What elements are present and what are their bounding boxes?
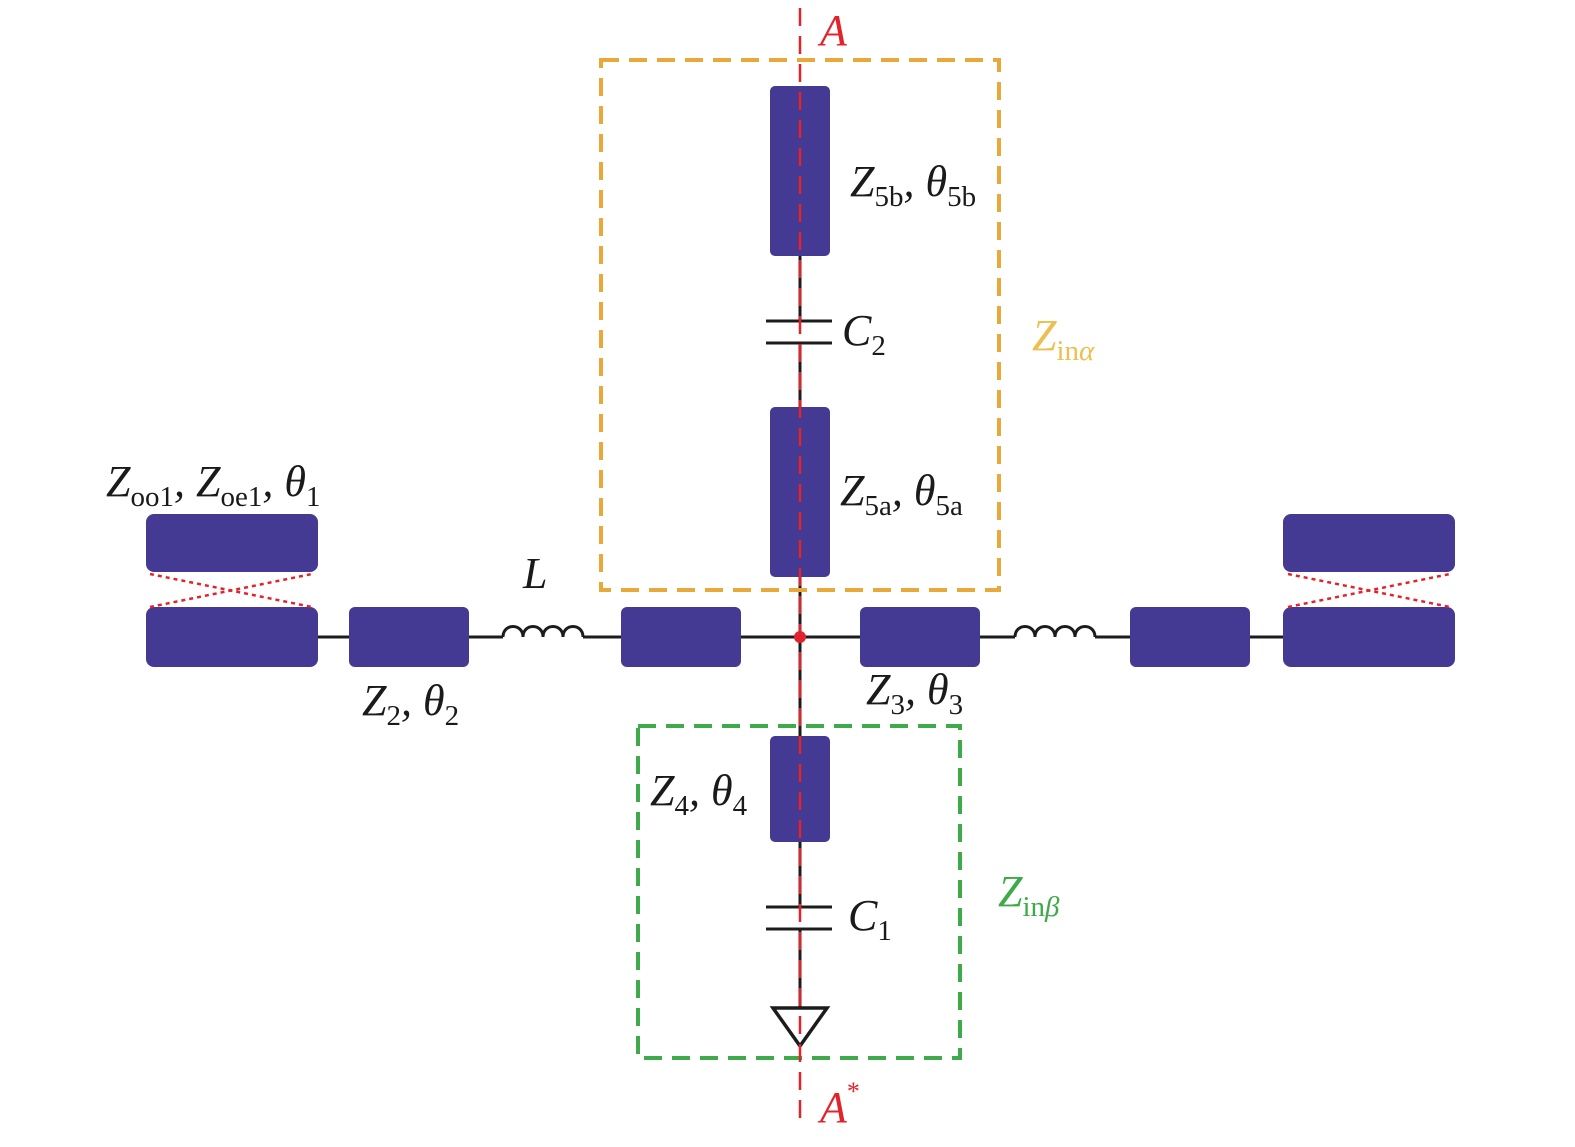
label-inductor: L <box>522 549 547 598</box>
label-z2: Z2, θ2 <box>362 676 459 732</box>
block-z4 <box>770 736 830 842</box>
coupling-lines <box>149 572 1451 609</box>
line-blocks <box>146 86 1455 842</box>
coupled-left-bottom <box>146 607 318 667</box>
axis-bottom-label: A* <box>817 1077 860 1132</box>
label-z3: Z3, θ3 <box>866 665 963 721</box>
label-z5b: Z5b, θ5b <box>850 157 976 213</box>
label-c2: C2 <box>842 306 886 362</box>
label-zin-beta: Zinβ <box>998 867 1060 923</box>
block-z3 <box>860 607 980 667</box>
label-z4: Z4, θ4 <box>650 766 748 822</box>
zin-alpha-box <box>599 58 1001 592</box>
label-zin-alpha: Zinα <box>1032 311 1095 367</box>
block-right-outer <box>1130 607 1250 667</box>
label-z5a: Z5a, θ5a <box>840 466 963 522</box>
label-c1: C1 <box>848 891 892 947</box>
label-coupled: Zoo1, Zoe1, θ1 <box>106 457 320 513</box>
block-center-left <box>621 607 741 667</box>
block-z5b <box>770 86 830 256</box>
axis-top-label: A <box>817 6 848 55</box>
coupled-right-bottom <box>1283 607 1455 667</box>
inductor-left <box>501 625 585 638</box>
center-node <box>794 631 806 643</box>
block-z2 <box>349 607 469 667</box>
ground-symbol <box>769 1006 831 1050</box>
coupled-right-top <box>1283 514 1455 572</box>
inductor-right <box>1013 625 1097 638</box>
coupled-left-top <box>146 514 318 572</box>
